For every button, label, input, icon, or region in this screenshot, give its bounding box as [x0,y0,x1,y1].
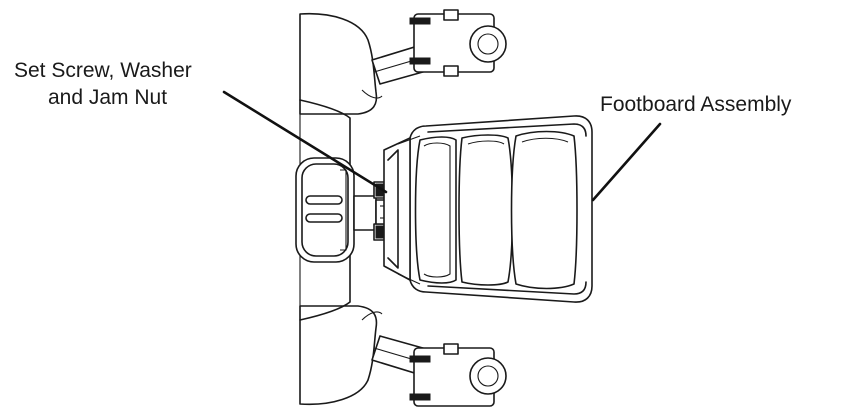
upper-chassis [299,9,507,115]
control-module [295,157,355,263]
callout-set-screw-line2: and Jam Nut [48,86,168,109]
leader-footboard [591,122,662,202]
footboard-frame [383,115,593,303]
callout-footboard: Footboard Assembly [600,93,792,116]
leader-set-screw [222,90,388,194]
lower-chassis [299,305,507,407]
callout-set-screw-line1: Set Screw, Washer [14,59,192,82]
